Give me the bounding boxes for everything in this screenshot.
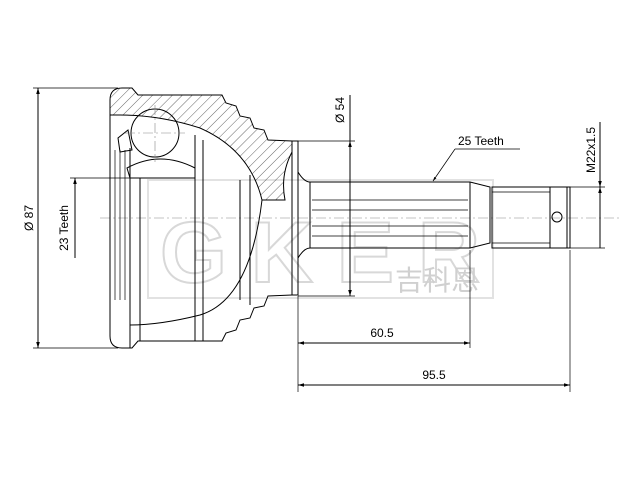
- spline-shaft: [297, 171, 491, 259]
- dim-thread: M22x1.5: [570, 122, 605, 249]
- inner-race-section: [126, 158, 196, 179]
- housing-outline: [109, 115, 293, 349]
- inner-teeth-label: 23 Teeth: [57, 205, 71, 251]
- spline-length-label: 60.5: [370, 326, 394, 340]
- dim-spline-length: 60.5: [297, 250, 471, 392]
- outer-diameter-label: Ø 87: [22, 205, 36, 231]
- flange-diameter-label: Ø 54: [333, 97, 347, 123]
- watermark: GKER 吉科恩: [147, 179, 494, 302]
- dim-total-length: 95.5: [298, 250, 571, 392]
- thread-label: M22x1.5: [584, 127, 598, 173]
- dim-outer-teeth: 25 Teeth: [432, 134, 520, 182]
- watermark-chinese: 吉科恩: [395, 264, 479, 297]
- dim-flange-diameter: Ø 54: [298, 95, 355, 297]
- dim-outer-diameter: Ø 87: [22, 87, 118, 349]
- housing-section: [109, 87, 293, 201]
- flange: [291, 140, 299, 296]
- dim-inner-teeth: 23 Teeth: [57, 177, 195, 258]
- threaded-end: [491, 186, 571, 249]
- cotter-hole: [551, 211, 563, 223]
- outer-teeth-label: 25 Teeth: [458, 134, 504, 148]
- total-length-label: 95.5: [422, 368, 446, 382]
